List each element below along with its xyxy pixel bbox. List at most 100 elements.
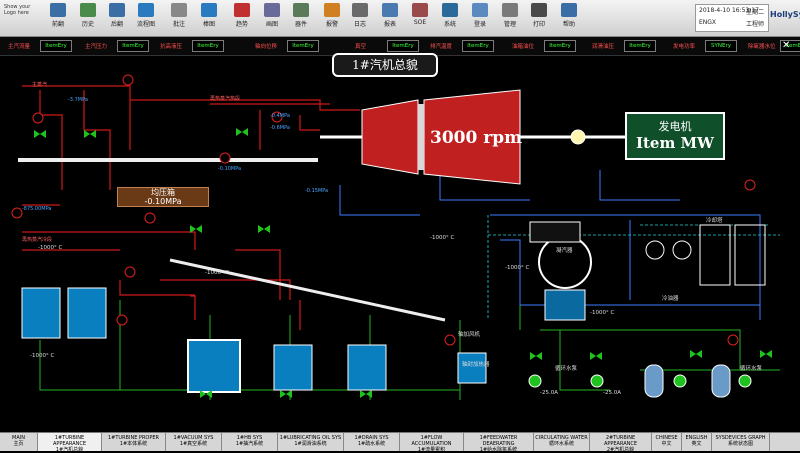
generator-box[interactable]: 发电机 Item MW [625,112,725,160]
tab-5[interactable]: 1#LUBRICATING OIL SYS1#润滑油系统 [278,433,344,451]
toolbar-button[interactable]: 历史 [74,2,102,34]
tab-13[interactable]: SYSDEVICES GRAPH系统状态图 [712,433,770,451]
toolbar-icon [171,3,187,17]
parameter-item: 真空ItemEry [355,40,430,52]
toolbar-button[interactable]: 打印 [525,2,553,34]
tab-label-en: 1#FLOW ACCUMULATION [400,435,463,447]
tab-8[interactable]: 1#FEEDWATER DEAERATING1#给水除氧系统 [464,433,534,451]
tab-label-zh: 2#汽机总貌 [590,447,651,453]
equalizer-box[interactable]: 均压箱 -0.10MPa [117,187,209,207]
temp-6: -1000° C [590,310,614,316]
tab-label-en: 1#TURBINE APPEARANCE [38,435,101,447]
toolbar-button[interactable]: 后翻 [103,2,131,34]
tab-9[interactable]: CIRCULATING WATER循环水系统 [534,433,590,451]
toolbar-icon [201,3,217,17]
tab-4[interactable]: 1#HB SYS1#抽汽系统 [222,433,278,451]
parameter-item: 抗高液压ItemEry [160,40,235,52]
toolbar-button[interactable]: 批注 [165,2,193,34]
toolbar-icon [472,3,488,17]
gland-fan-label: 轴加风机 [458,330,480,338]
parameter-value: ItemEry [287,40,319,52]
toolbar-button[interactable]: 报警 [318,2,346,34]
toolbar-button-label: 管理 [504,21,516,28]
toolbar-button-label: 帮助 [563,21,575,28]
tab-11[interactable]: CHINESE中文 [652,433,682,451]
parameter-label: 润滑油压 [592,42,614,50]
toolbar-button[interactable]: 趋势 [228,2,256,34]
parameter-item: 油箱油位ItemEry [512,40,587,52]
pressure-2: -0.4MPa [270,113,290,119]
tab-label-en: 1#FEEDWATER DEAERATING [464,435,533,447]
toolbar-button[interactable]: 管理 [496,2,524,34]
toolbar-button-label: 棒图 [203,21,215,28]
toolbar-icon [264,3,280,17]
tab-0[interactable]: MAIN主页 [0,433,38,451]
parameter-item: 发电功率SYNEry [673,40,748,52]
tab-label-zh: 系统状态图 [712,441,769,447]
oil-cooler-label: 冷油器 [662,294,679,302]
toolbar-button[interactable]: 登录 [466,2,494,34]
toolbar-button[interactable]: 前翻 [44,2,72,34]
parameter-item: 主汽压力ItemEry [85,40,160,52]
toolbar-icon [502,3,518,17]
tab-12[interactable]: ENGLISH英文 [682,433,712,451]
close-icon[interactable]: ✕ [782,40,790,51]
toolbar-button[interactable]: 系统 [436,2,464,34]
toolbar-button[interactable]: 报表 [376,2,404,34]
parameter-value: SYNEry [705,40,737,52]
tab-6[interactable]: 1#DRAIN SYS1#疏水系统 [344,433,400,451]
toolbar-button-label: 前翻 [52,21,64,28]
tab-label-zh: 1#本体系统 [102,441,165,447]
tab-label-zh: 1#流量累积 [400,447,463,453]
temp-2: -1000° C [205,270,229,276]
parameter-label: 真空 [355,42,366,50]
tab-3[interactable]: 1#VACUUM SYS1#真空系统 [166,433,222,451]
parameter-label: 抗高液压 [160,42,182,50]
toolbar-button[interactable]: 画图 [258,2,286,34]
turbine-speed: 3000 rpm [430,128,522,148]
parameter-item: 轴向位移 ItemEry [255,40,330,52]
tab-label-zh: 1#给水除氧系统 [464,447,533,453]
parameter-label: 主汽压力 [85,42,107,50]
toolbar-button-label: 系统 [444,21,456,28]
main-steam-label: 主蒸汽 [32,81,47,88]
toolbar-button[interactable]: 棒图 [195,2,223,34]
tab-1[interactable]: 1#TURBINE APPEARANCE1#汽机总貌 [38,433,102,451]
toolbar-icon [80,3,96,17]
toolbar-icon [531,3,547,17]
parameter-label: 轴向位移 [255,42,277,50]
toolbar-icon [442,3,458,17]
parameter-value: ItemEry [544,40,576,52]
logo-placeholder: Show your Logo here [4,4,38,32]
tab-10[interactable]: 2#TURBINE APPEARANCE2#汽机总貌 [590,433,652,451]
toolbar-button-label: 趋势 [236,21,248,28]
toolbar-icon [382,3,398,17]
pressure-3: -0.6MPa [270,125,290,131]
toolbar-button-label: 日志 [354,21,366,28]
current-2: -25.0A [603,390,621,396]
toolbar-button[interactable]: 器件 [287,2,315,34]
toolbar-button-label: 打印 [533,21,545,28]
tab-label-zh: 1#汽机总貌 [38,447,101,453]
parameter-value: ItemEry [40,40,72,52]
pressure-1: -3.7MPa [68,97,88,103]
toolbar-button[interactable]: 流程图 [132,2,160,34]
toolbar-button-label: SOE [414,19,426,26]
tab-label-zh: 1#疏水系统 [344,441,399,447]
toolbar-button[interactable]: 日志 [346,2,374,34]
tab-7[interactable]: 1#FLOW ACCUMULATION1#流量累积 [400,433,464,451]
feedwater-header [170,260,445,320]
toolbar-button[interactable]: 帮助 [555,2,583,34]
toolbar-button[interactable]: SOE [406,2,434,34]
brand-logo: HollySys [770,10,800,19]
parameter-item: 主汽流量ItemEry [8,40,83,52]
tab-2[interactable]: 1#TURBINE PROPER1#本体系统 [102,433,166,451]
toolbar-button-label: 批注 [173,21,185,28]
parameter-label: 除氧器水位 [748,42,776,50]
parameter-value: ItemEry [624,40,656,52]
toolbar: Show your Logo here 前翻历史后翻流程图批注棒图趋势画图器件报… [0,0,800,37]
tab-label-zh: 1#真空系统 [166,441,221,447]
circ-pump-2-label: 循环水泵 [740,364,762,372]
toolbar-icon [561,3,577,17]
toolbar-icon [412,3,428,17]
